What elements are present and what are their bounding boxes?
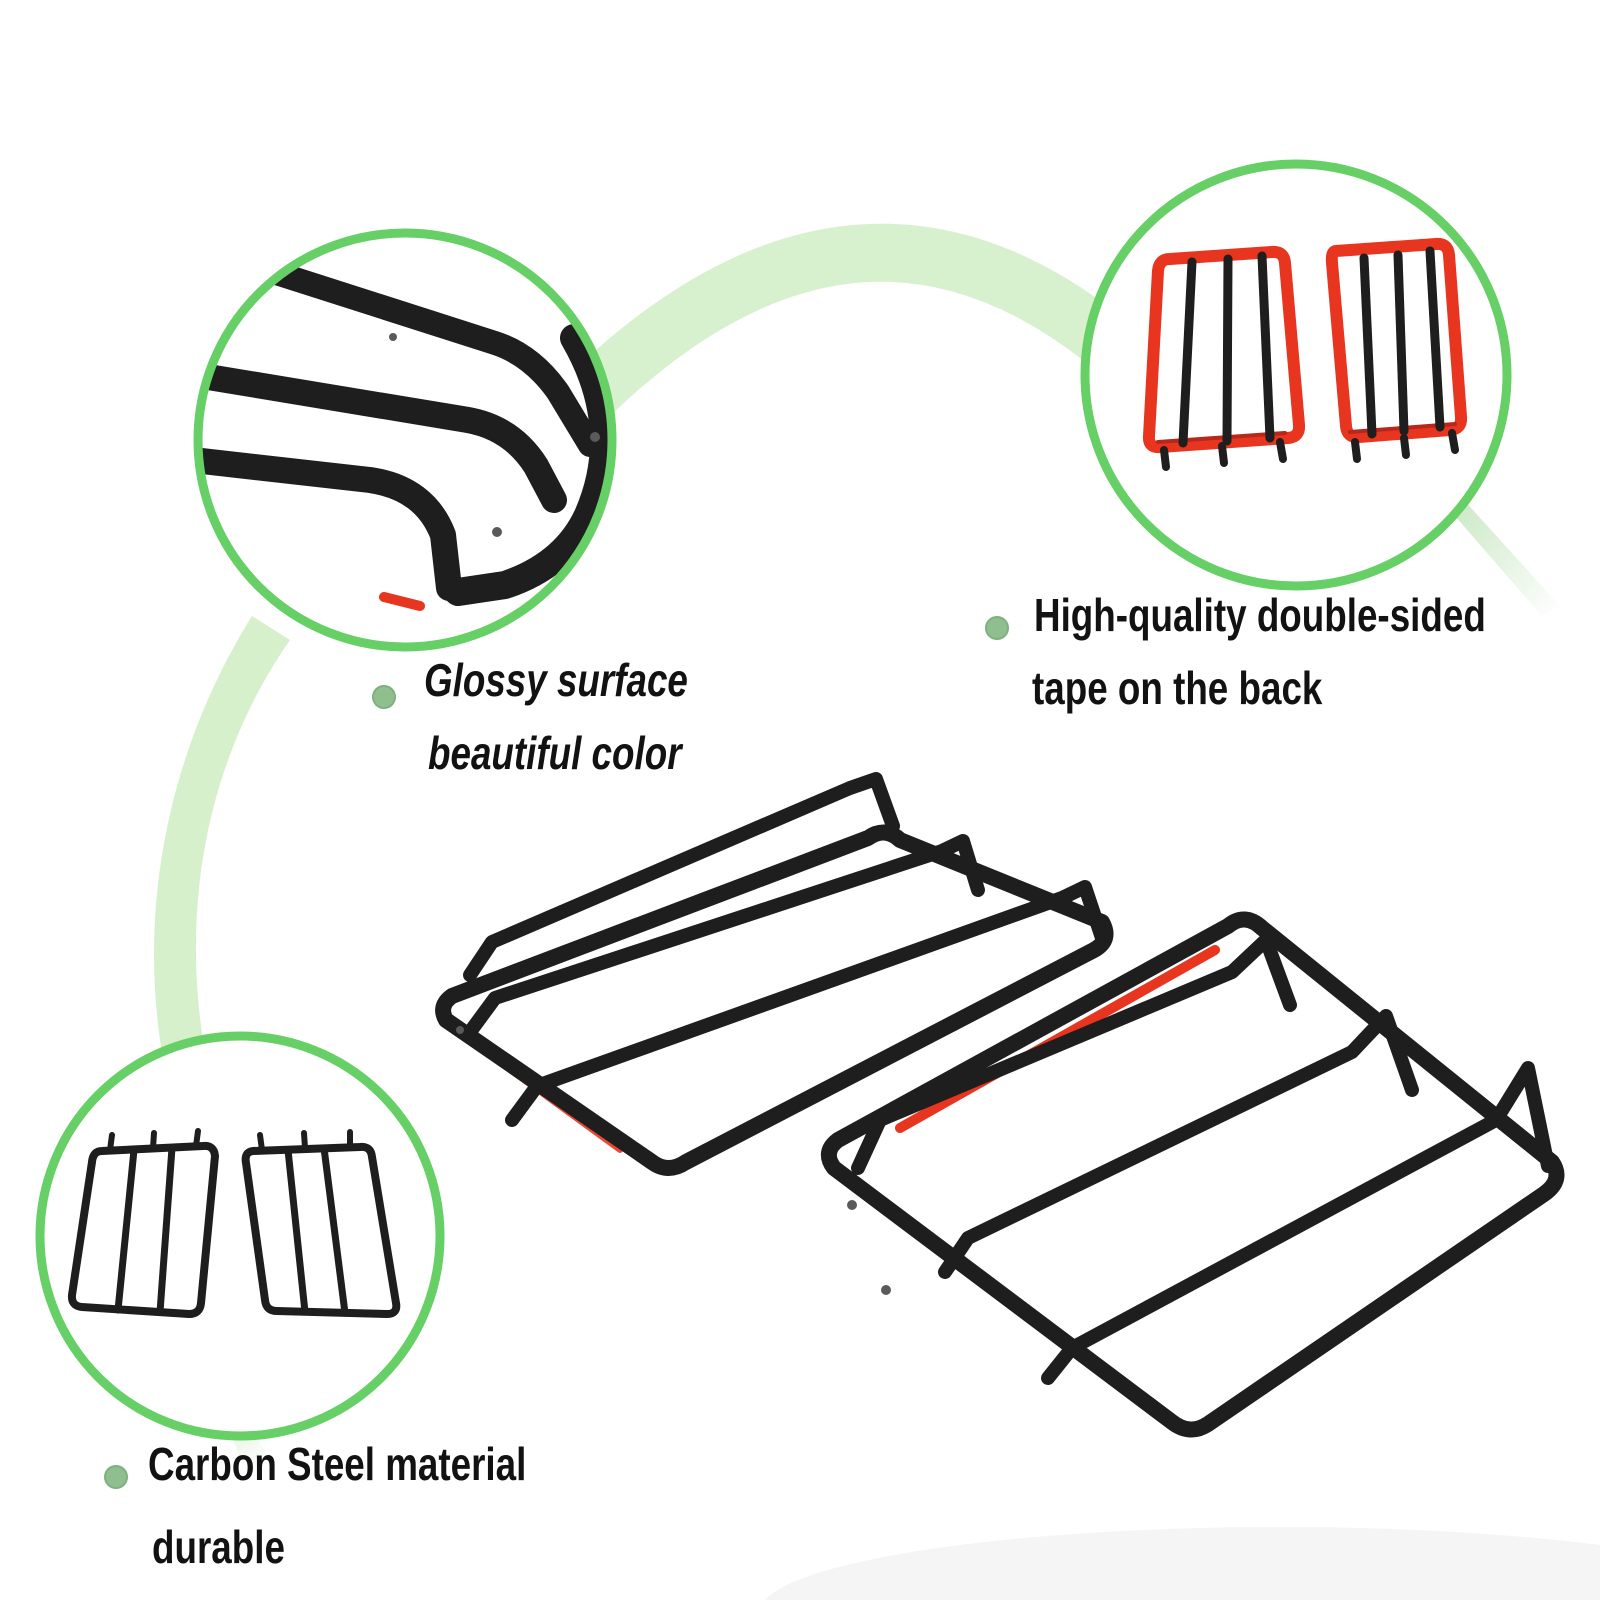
main-guard-right <box>820 911 1565 1438</box>
black-guard-right-tabs <box>257 1129 353 1153</box>
red-guard-left-frame <box>1142 245 1306 454</box>
closeup-screw-2 <box>492 527 502 537</box>
main-guard-right-screw-2 <box>881 1285 891 1295</box>
callout-steel-front-pair <box>35 1031 445 1441</box>
red-guard-left-bar-1 <box>1178 257 1197 448</box>
main-guard-left <box>435 772 1114 1176</box>
closeup-bar-2 <box>198 359 567 513</box>
callout-steel-photo <box>67 1128 401 1318</box>
main-guard-right-frame <box>820 911 1565 1438</box>
main-guard-left-frame <box>435 824 1114 1176</box>
callout-glossy-photo <box>198 234 612 611</box>
black-guard-left-bar-2 <box>156 1144 176 1316</box>
black-guard-right <box>241 1129 401 1318</box>
callout-glossy-ring <box>193 228 617 652</box>
main-guard-left-bar-3 <box>505 880 1109 1127</box>
swoosh-spur-top-right <box>1448 498 1560 616</box>
black-guard-left-frame <box>67 1141 219 1318</box>
red-guard-left-tabs <box>1160 438 1287 471</box>
callout-steel-ring <box>35 1031 445 1441</box>
closeup-bar-1 <box>198 234 602 457</box>
red-guard-right-bar-1 <box>1359 253 1377 439</box>
closeup-screw-1 <box>389 333 397 341</box>
red-guard-left-bar-3 <box>1257 251 1275 443</box>
red-guard-right-tabs <box>1351 429 1459 463</box>
main-guard-right-screw-1 <box>847 1200 857 1210</box>
black-guard-left-bar-1 <box>114 1146 138 1314</box>
red-guard-right-bar-3 <box>1425 246 1445 432</box>
bullet-tape <box>985 616 1009 640</box>
main-guard-left-bar-1 <box>463 772 900 982</box>
bullet-carbon-steel <box>104 1465 128 1489</box>
black-guard-left <box>67 1128 219 1318</box>
red-guard-left-bar-2 <box>1222 254 1233 446</box>
callout-tape-ring <box>1080 159 1512 591</box>
callout-tape-photo <box>1142 237 1468 471</box>
red-guard-left <box>1142 245 1306 471</box>
red-guard-right-bar-2 <box>1393 250 1409 436</box>
floor-shadow <box>765 1527 1600 1600</box>
feature-tape-line-2: tape on the back <box>1032 662 1323 714</box>
feature-glossy-line-2: beautiful color <box>428 727 682 779</box>
closeup-red-tape <box>379 592 425 611</box>
red-guard-right <box>1325 237 1468 463</box>
main-guard-left-bar-2 <box>463 834 985 1039</box>
callout-tape-back-pair <box>1080 159 1512 591</box>
callout-steel-bg <box>40 1036 440 1436</box>
black-guard-right-bar-2 <box>320 1144 349 1317</box>
main-guard-left-screw <box>456 1026 464 1034</box>
feature-glossy-line-1: Glossy surface <box>424 654 688 706</box>
black-guard-right-frame <box>241 1142 401 1318</box>
closeup-bar-3 <box>198 445 462 601</box>
swoosh-band-left <box>154 616 290 1084</box>
main-guard-right-bar-2 <box>938 1009 1419 1279</box>
black-guard-left-tabs <box>107 1128 201 1153</box>
closeup-frame-edge <box>444 324 612 606</box>
swoosh-band-top <box>497 223 1181 489</box>
main-guard-right-bar-3 <box>1041 1061 1555 1385</box>
feature-tape-line-1: High-quality double-sided <box>1034 589 1486 641</box>
feature-carbon-steel-line-2: durable <box>152 1521 285 1573</box>
closeup-screw-3 <box>590 432 600 442</box>
black-guard-right-bar-1 <box>284 1146 309 1316</box>
main-guard-right-bar-1 <box>851 933 1297 1175</box>
bullet-glossy <box>372 685 396 709</box>
callout-glossy-closeup <box>193 228 617 652</box>
feature-carbon-steel-line-1: Carbon Steel material <box>148 1438 527 1490</box>
